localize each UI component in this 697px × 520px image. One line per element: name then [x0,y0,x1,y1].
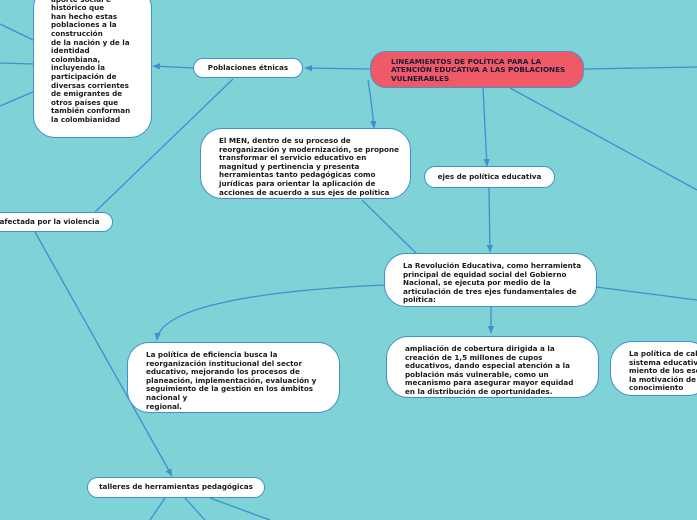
link-revolucion-eficiencia [154,284,386,341]
link-talleres-child3 [209,497,271,520]
link-poblaciones-afectada [94,78,234,213]
link-aporte-left3 [0,91,34,107]
link-poblaciones-aporte [152,63,194,70]
link-central-men [367,79,377,129]
link-men-revolucion [361,199,419,256]
link-central-poblaciones [304,64,371,72]
link-talleres-child2 [184,497,206,520]
node-men-proceso[interactable]: El MEN, dentro de su proceso de reorgani… [200,128,411,199]
central-topic[interactable]: LINEAMIENTOS DE POLÍTICA PARA LA ATENCIÓ… [370,51,584,88]
link-talleres-child1 [149,497,166,520]
link-revolucion-calidad [595,286,697,301]
node-politica-eficiencia[interactable]: La política de eficiencia busca la reorg… [127,342,340,413]
node-poblaciones-etnicas[interactable]: Poblaciones étnicas [193,58,303,78]
link-central-ejes [482,87,490,167]
node-aporte-social[interactable]: Hay que destacar el aporte social e hist… [33,0,152,138]
link-central-bottomright [509,87,697,191]
link-aporte-left2 [0,62,34,65]
node-revolucion-educativa[interactable]: La Revolución Educativa, como herramient… [384,253,597,307]
link-ejes-revolucion [486,187,494,253]
link-aporte-left1 [0,23,34,41]
node-ampliacion-cobertura[interactable]: ampliación de cobertura dirigida a la cr… [386,336,599,398]
node-politica-calidad[interactable]: La política de cali sistema educative mi… [610,341,697,396]
node-talleres[interactable]: talleres de herramientas pedagógicas [87,477,265,498]
node-afectada-violencia[interactable]: afectada por la violencia [0,212,113,232]
node-ejes-politica[interactable]: ejes de política educativa [424,166,555,188]
link-afectada-talleres [34,231,173,477]
link-central-right [583,66,697,70]
